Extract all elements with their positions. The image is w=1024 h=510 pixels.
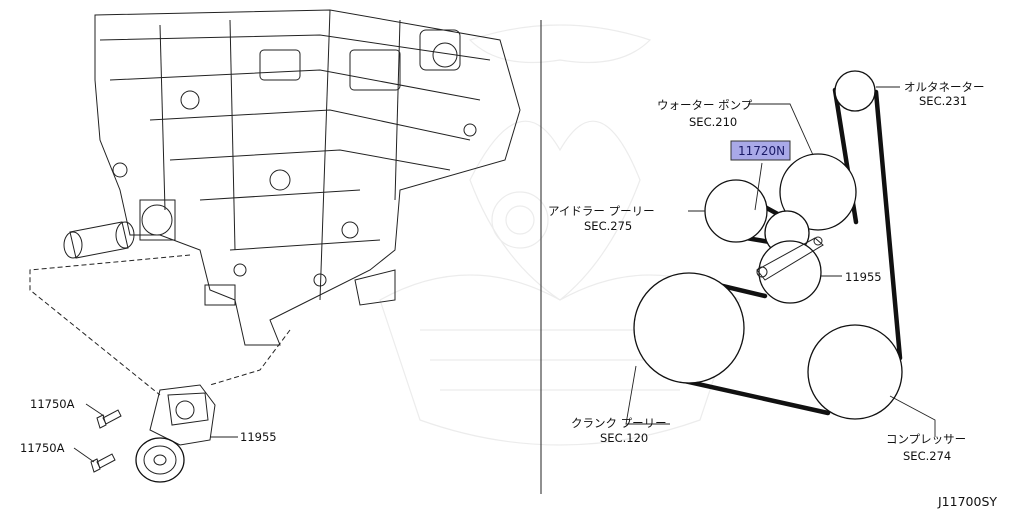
crank-label: クランク プーリー: [571, 416, 667, 430]
label-11955-left: 11955: [240, 430, 277, 444]
crank-sec: SEC.120: [600, 431, 648, 445]
water-pump-label: ウォーター ポンプ: [657, 98, 753, 112]
crank-pulley: [633, 272, 745, 384]
tensioner-pulley: [758, 240, 822, 304]
water-pump-pulley: [779, 153, 857, 231]
idler-sec: SEC.275: [584, 219, 632, 233]
water-pump-sec: SEC.210: [689, 115, 737, 129]
bolt-upper: [96, 409, 122, 429]
callout-11720n-box[interactable]: [730, 140, 791, 161]
belt-segment-right: [873, 89, 903, 361]
alternator-sec: SEC.231: [919, 94, 967, 108]
engine-water-pump-pulley: [63, 221, 135, 259]
leader-bolt-a: [85, 403, 105, 417]
tensioner-arm: [756, 236, 824, 281]
label-11955-right: 11955: [845, 270, 882, 284]
bolt-lower: [90, 453, 116, 473]
alternator-pulley: [834, 70, 876, 112]
callout-11720n[interactable]: 11720N: [738, 144, 785, 158]
engine-block: [94, 9, 521, 346]
compressor-sec: SEC.274: [903, 449, 951, 463]
label-11750a-lower: 11750A: [20, 441, 65, 455]
belt-segment-bottom: [677, 377, 831, 416]
idler-label: アイドラー プーリー: [548, 204, 655, 218]
label-11750a-upper: 11750A: [30, 397, 75, 411]
compressor-label: コンプレッサー: [886, 432, 966, 446]
compressor-pulley: [807, 324, 903, 420]
alternator-label: オルタネーター: [904, 80, 985, 94]
dashed-leader-upper: [29, 254, 191, 396]
belt-leaders: [625, 86, 936, 437]
leader-bolt-b: [73, 447, 95, 463]
diagram-id: J11700SY: [937, 494, 997, 509]
dashed-leader-lower: [209, 329, 291, 386]
tensioner-assembly: [135, 384, 216, 483]
